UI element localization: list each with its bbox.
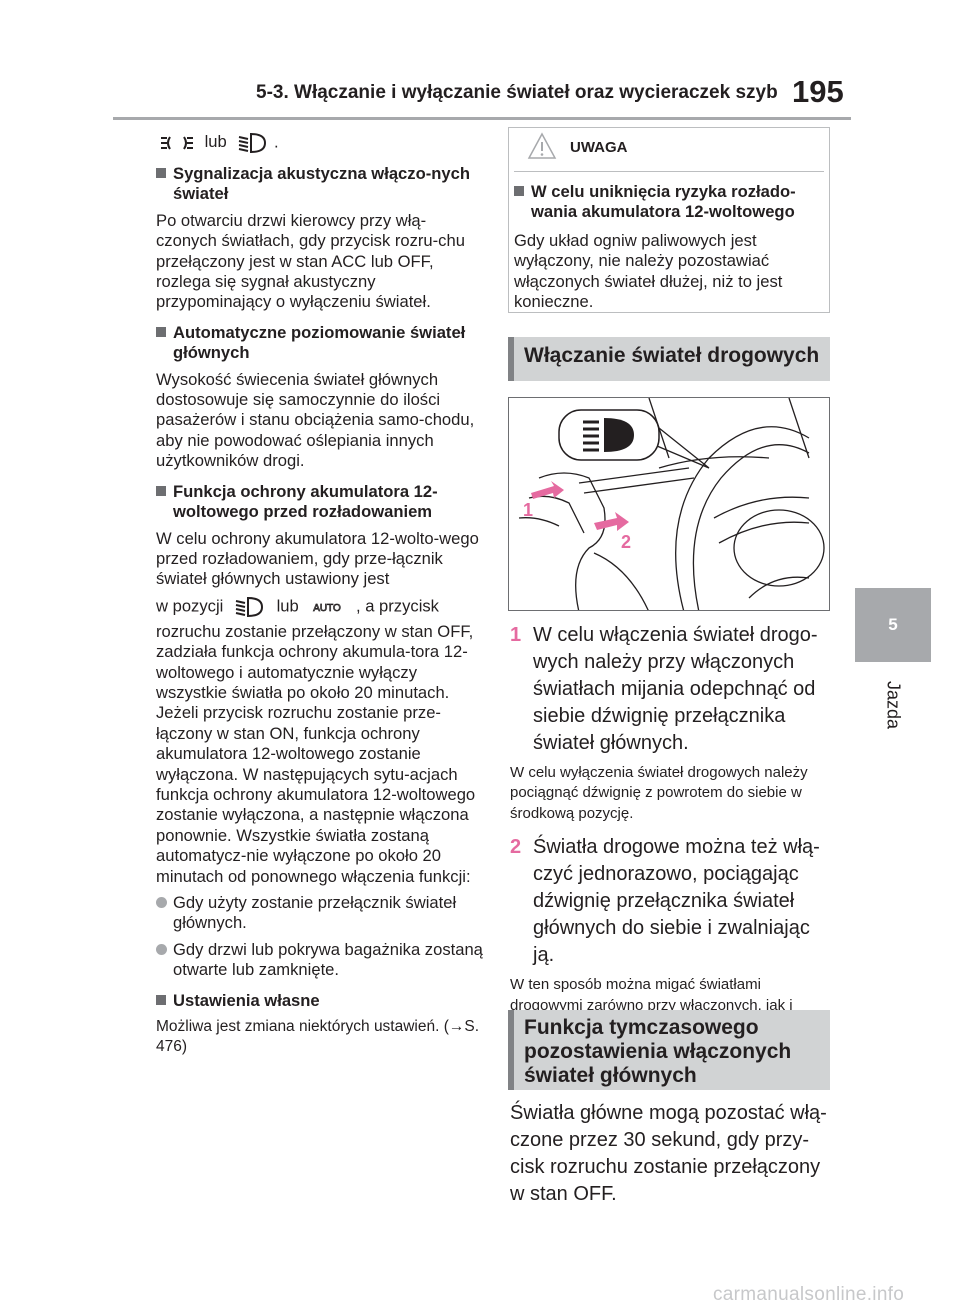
auto-lights-icon: AUTO [313, 602, 342, 614]
position-text: w pozycji [156, 596, 224, 616]
square-bullet-icon [156, 994, 166, 1005]
warning-body: W celu uniknięcia ryzyka rozłado-wania a… [514, 182, 826, 312]
warning-box [508, 127, 830, 313]
warning-rule [514, 171, 824, 172]
step-text: W celu włączenia świateł drogo-wych nale… [533, 624, 818, 754]
step-text: Światła drogowe można też włą-czyć jedno… [533, 836, 820, 967]
steps-list: 1 W celu włączenia świateł drogo-wych nal… [510, 622, 835, 1046]
paragraph-acoustic: Po otwarciu drzwi kierowcy przy włą-czon… [156, 210, 465, 312]
warning-triangle-icon [527, 132, 557, 159]
list-item-text: Gdy użyty zostanie przełącznik świateł g… [173, 893, 457, 933]
chapter-tab: 5 [855, 588, 931, 662]
step-note: W celu wyłączenia świateł drogowych nale… [510, 764, 808, 822]
running-header-title: 5-3. Włączanie i wyłączanie świateł oraz… [256, 82, 778, 103]
high-beam-icon [583, 418, 634, 452]
heading-battery-saver: Funkcja ochrony akumulatora 12-woltowego… [156, 482, 486, 523]
period-text: . [274, 132, 279, 152]
or-text: lub [276, 596, 299, 616]
heading-text: Funkcja ochrony akumulatora 12-woltowego… [173, 481, 438, 522]
square-bullet-icon [514, 186, 524, 196]
section-heading-follow-me-home: Funkcja tymczasowego pozostawienia włącz… [508, 1010, 830, 1090]
paragraph-battery-b: rozruchu zostanie przełączony w stan OFF… [156, 621, 474, 702]
circle-bullet-icon [156, 897, 167, 908]
square-bullet-icon [156, 168, 166, 178]
step-item: 1 W celu włączenia świateł drogo-wych nal… [510, 622, 835, 757]
step-number: 1 [510, 624, 522, 646]
warning-title: UWAGA [570, 139, 628, 156]
chapter-number: 5 [888, 615, 898, 634]
figure-label-1: 1 [523, 500, 533, 520]
icon-line: lub . [160, 132, 486, 154]
header-rule [113, 117, 851, 120]
low-beam-icon [239, 132, 267, 154]
step-number: 2 [510, 836, 522, 859]
figure-label-2: 2 [621, 532, 631, 552]
list-item-text: Gdy drzwi lub pokrywa bagażnika zostaną … [173, 939, 483, 980]
list-item: Gdy użyty zostanie przełącznik świateł g… [156, 893, 486, 934]
warning-text: Gdy układ ogniw paliwowych jest wyłączon… [514, 230, 783, 312]
steering-column-illustration: 1 2 [508, 397, 830, 611]
warning-heading: W celu uniknięcia ryzyka rozłado-wania a… [514, 182, 826, 223]
low-beam-icon [235, 596, 263, 617]
left-column: lub . Sygnalizacja akustyczna włączo-nyc… [156, 132, 486, 1058]
circle-bullet-icon [156, 943, 167, 955]
heading-text: W celu uniknięcia ryzyka rozłado-wania a… [531, 182, 796, 222]
auto-icon-text: AUTO [314, 603, 342, 614]
paragraph-battery-c: Jeżeli przycisk rozruchu zostanie prze-ł… [156, 703, 476, 886]
paragraph-battery-a: W celu ochrony akumulatora 12-wolto-wego… [156, 528, 479, 589]
heading-text: Sygnalizacja akustyczna włączo-nych świa… [173, 164, 470, 204]
paragraph-battery-pos: w pozycji lub AUTO , a przycisk [156, 596, 486, 618]
list-item: Gdy drzwi lub pokrywa bagażnika zostaną … [156, 940, 486, 981]
heading-acoustic-signal: Sygnalizacja akustyczna włączo-nych świa… [156, 164, 486, 205]
heading-text: Ustawienia własne [173, 990, 320, 1010]
paragraph-customization: Możliwa jest zmiana niektórych ustawień.… [156, 1018, 480, 1056]
page-number: 195 [792, 74, 844, 109]
or-text: lub [204, 132, 227, 152]
push-arrow-icon [531, 481, 564, 499]
square-bullet-icon [156, 485, 166, 496]
heading-text: Automatyczne poziomowanie świateł główny… [173, 322, 466, 363]
heading-customization: Ustawienia własne [156, 991, 486, 1011]
tail-text: , a przycisk [355, 596, 439, 616]
watermark: carmanualsonline.info [713, 1284, 905, 1305]
parking-lights-icon [161, 136, 193, 150]
heading-auto-leveling: Automatyczne poziomowanie świateł główny… [156, 323, 486, 364]
illustration-svg: 1 2 [518, 398, 825, 610]
step-item: 2 Światła drogowe można też włą-czyć jedn… [510, 834, 835, 969]
square-bullet-icon [156, 326, 166, 337]
final-paragraph: Światła główne mogą pozostać włą-czone p… [510, 1102, 827, 1205]
pull-arrow-icon [594, 512, 629, 531]
section-heading-high-beams: Włączanie świateł drogowych [508, 337, 830, 381]
paragraph-leveling: Wysokość świecenia świateł głównych dost… [156, 369, 475, 471]
chapter-label-box: Jazda [855, 670, 931, 740]
chapter-label: Jazda [883, 680, 904, 730]
